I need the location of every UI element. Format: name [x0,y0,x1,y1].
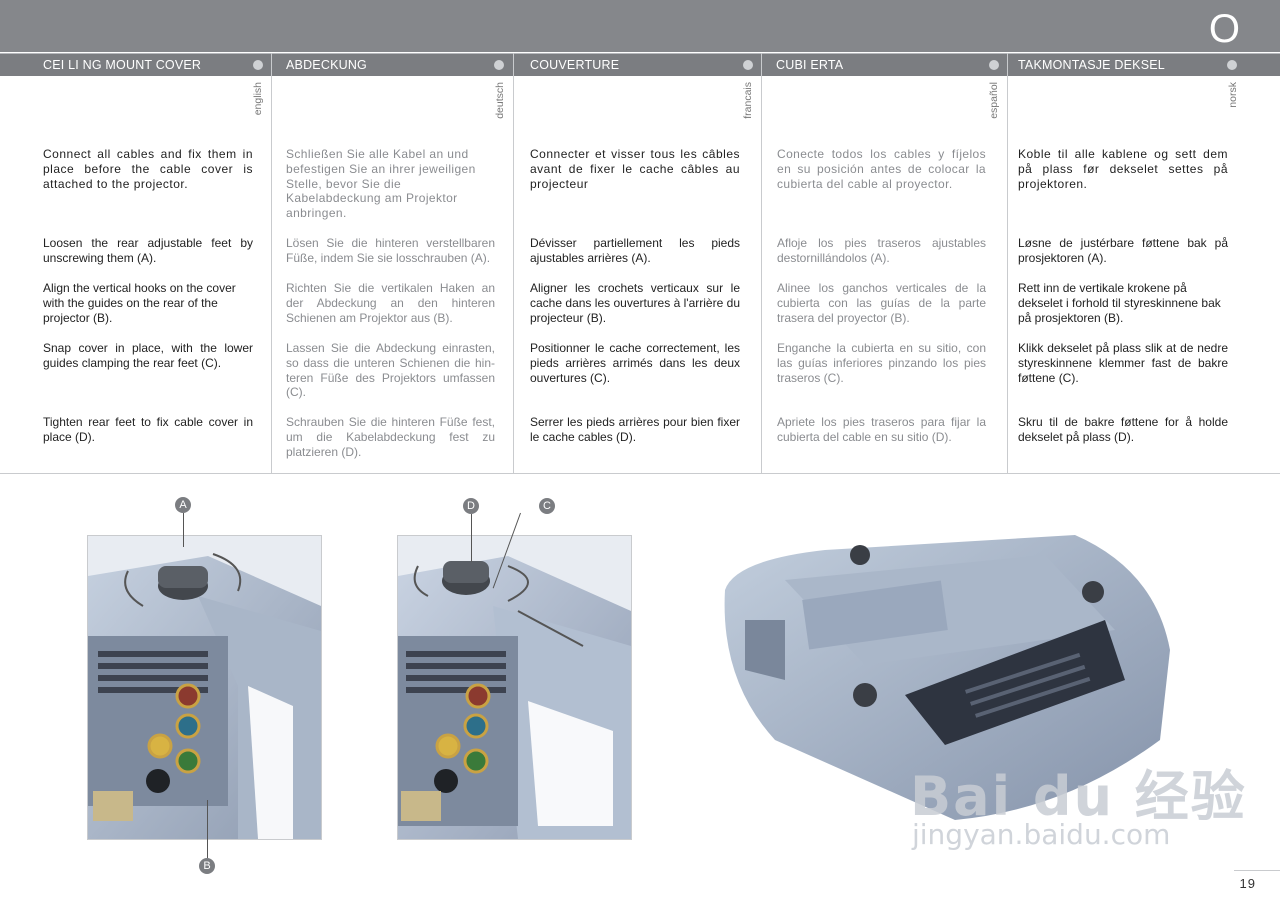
watermark-url: jingyan.baidu.com [912,818,1171,851]
bullet-dot-icon [1227,60,1237,70]
instruction-step: Løsne de justérbare føttene bak på prosj… [1018,236,1228,265]
intro-paragraph: Connecter et visser tous les câbles avan… [530,147,740,191]
callout-leader [183,513,184,547]
language-label-english: english [252,82,264,116]
callout-marker-b: B [199,858,215,874]
column-header-deutsch: ABDECKUNG [272,54,513,76]
column-header-espanol: CUBI ERTA [762,54,1007,76]
column-divider [761,53,762,473]
section-divider [0,473,1280,474]
callout-marker-c: C [539,498,555,514]
instruction-step: Lösen Sie die hinteren verstellbaren Füß… [286,236,495,265]
column-header-english: CEI LI NG MOUNT COVER [0,54,271,76]
page-number: 19 [1239,876,1256,891]
language-label-espanol: español [988,82,1000,119]
projector-cover-illustration [398,536,631,839]
projector-rear-illustration [88,536,321,839]
language-label-norsk: norsk [1227,82,1239,108]
bullet-dot-icon [743,60,753,70]
instruction-step: Align the vertical hooks on the cover wi… [43,281,236,325]
column-title: CEI LI NG MOUNT COVER [43,58,202,72]
column-divider [513,53,514,473]
callout-leader [471,514,472,562]
column-title: ABDECKUNG [286,58,367,72]
photo-projector-assembled [715,530,1185,850]
intro-paragraph: Conecte todos los cables y fíjelos en su… [777,147,986,191]
column-text-deutsch: Schließen Sie alle Kabel an und befestig… [286,147,495,459]
instruction-step: Positionner le cache correctement, les p… [530,341,740,385]
instruction-step: Dévisser partiellement les pieds ajustab… [530,236,740,265]
projector-underside-illustration [724,535,1170,820]
watermark-brand: Bai du 经验 [910,765,1247,828]
column-divider [1007,53,1008,473]
column-text-english: Connect all cables and fix them in place… [43,147,253,445]
photo-snap-cover [397,535,632,840]
instruction-step: Apriete los pies traseros para fijar la … [777,415,986,444]
column-divider [271,53,272,473]
instruction-step: Lassen Sie die Abdeckung einrasten, so d… [286,341,495,400]
top-banner: O [0,0,1280,52]
instruction-step: Skru til de bakre føttene for å holde de… [1018,415,1228,444]
instruction-step: Loosen the rear adjustable feet by unscr… [43,236,253,265]
language-label-francais: francais [742,82,754,119]
column-header-francais: COUVERTURE [514,54,761,76]
language-label-deutsch: deutsch [494,82,506,119]
column-text-norsk: Koble til alle kablene og sett dem på pl… [1018,147,1228,445]
column-title: CUBI ERTA [776,58,844,72]
instruction-step: Afloje los pies traseros ajustables dest… [777,236,986,265]
callout-marker-d: D [463,498,479,514]
page-number-rule [1234,870,1280,871]
intro-paragraph: Koble til alle kablene og sett dem på pl… [1018,147,1228,191]
instruction-step: Schrauben Sie die hinteren Füße fest, um… [286,415,495,459]
column-text-espanol: Conecte todos los cables y fíjelos en su… [777,147,986,445]
intro-paragraph: Schließen Sie alle Kabel an und befestig… [286,147,476,221]
instruction-step: Snap cover in place, with the lower guid… [43,341,253,370]
instruction-step: Serrer les pieds arrières pour bien fixe… [530,415,740,444]
callout-leader [207,800,208,858]
instruction-step: Klikk dekselet på plass slik at de nedre… [1018,341,1228,385]
instruction-step: Rett inn de vertikale krokene på deksele… [1018,281,1221,325]
column-text-francais: Connecter et visser tous les câbles avan… [530,147,740,445]
intro-paragraph: Connect all cables and fix them in place… [43,147,253,191]
instruction-step: Tighten rear feet to fix cable cover in … [43,415,253,444]
callout-marker-a: A [175,497,191,513]
bullet-dot-icon [494,60,504,70]
photo-loosen-foot [87,535,322,840]
bullet-dot-icon [253,60,263,70]
column-header-bar: CEI LI NG MOUNT COVER ABDECKUNG COUVERTU… [0,53,1280,76]
instruction-step: Richten Sie die vertikalen Haken an der … [286,281,495,325]
instruction-step: Alinee los ganchos verticales de la cubi… [777,281,986,325]
column-header-norsk: TAKMONTASJE DEKSEL [1008,54,1280,76]
column-title: TAKMONTASJE DEKSEL [1018,58,1165,72]
instruction-step: Aligner les crochets verticaux sur le ca… [530,281,740,325]
column-title: COUVERTURE [530,58,620,72]
bullet-dot-icon [989,60,999,70]
section-letter: O [1208,7,1240,51]
instruction-step: Enganche la cubierta en su sitio, con la… [777,341,986,385]
